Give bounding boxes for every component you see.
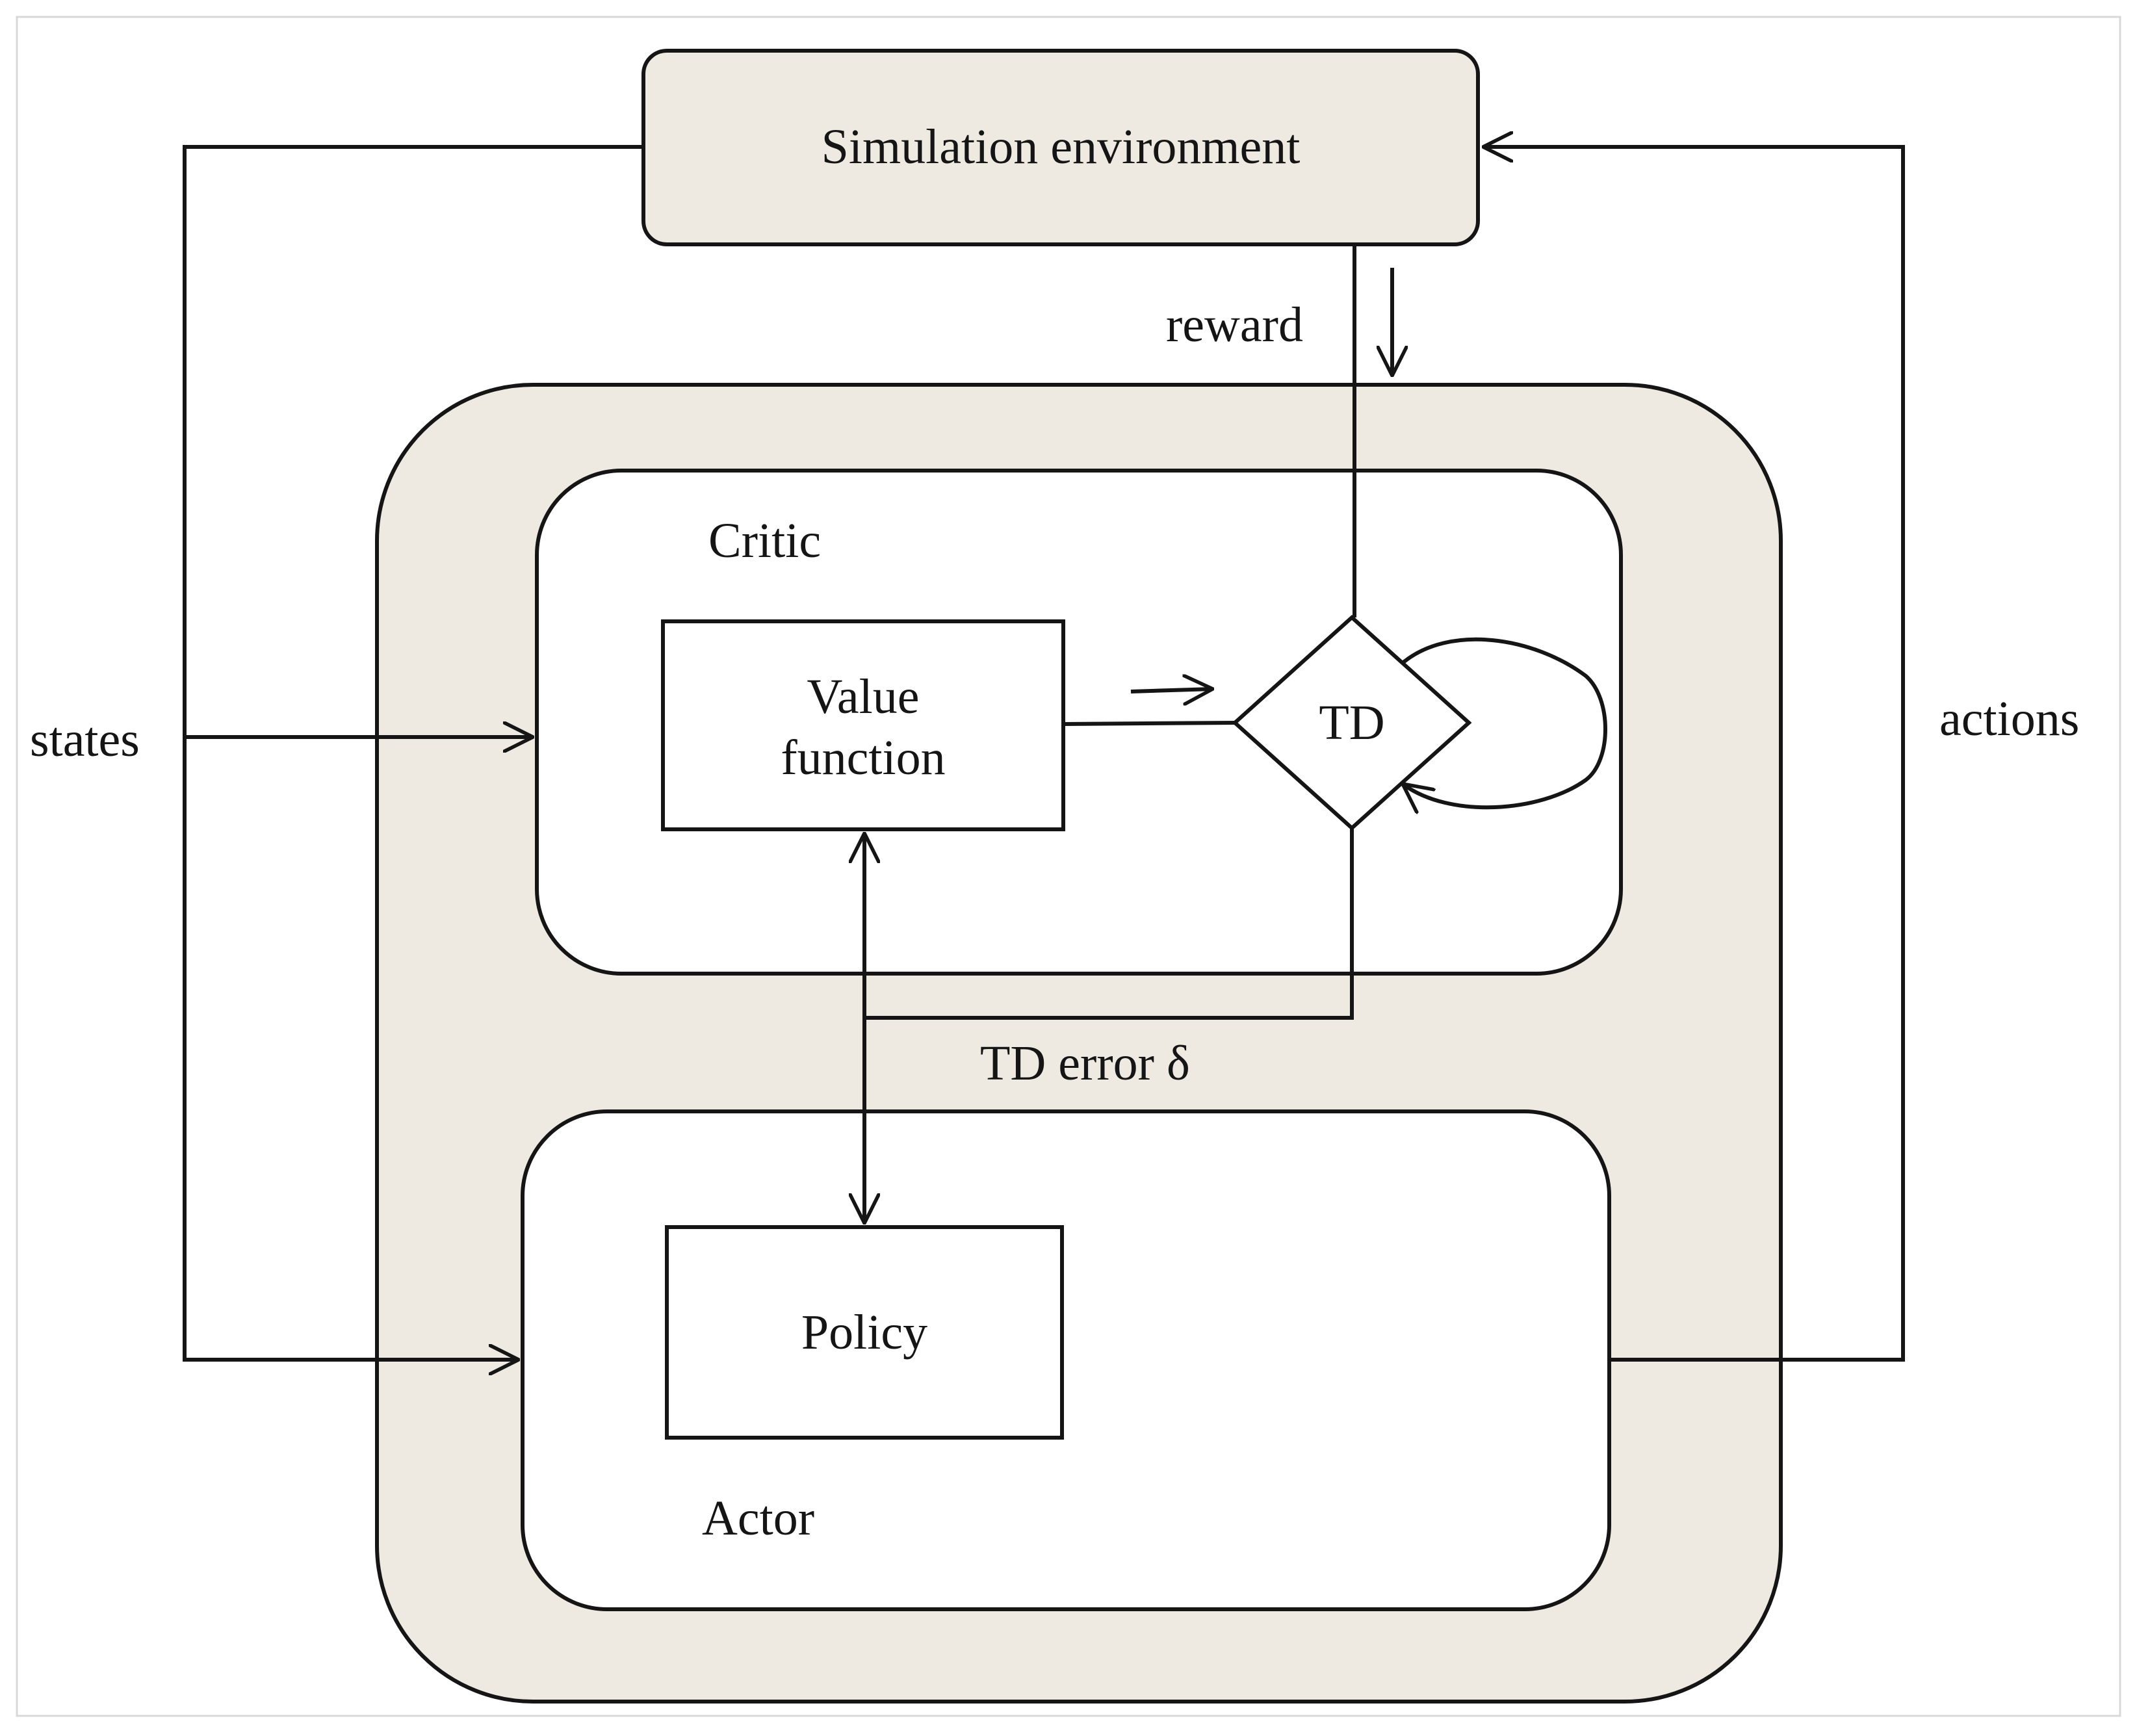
states-to-actor-arrow <box>183 145 643 1360</box>
td-error-label: TD error δ <box>980 1036 1190 1091</box>
td-error-line <box>864 828 1354 1020</box>
reward-label: reward <box>1166 298 1303 352</box>
td-node-label: TD <box>1319 695 1385 750</box>
states-label: states <box>30 712 140 767</box>
outer-frame <box>16 16 2121 1717</box>
policy-box <box>665 1225 1064 1440</box>
td-self-loop <box>1403 637 1607 807</box>
actions-label: actions <box>1939 692 2080 746</box>
value-function-box <box>661 619 1065 831</box>
value-to-td-line <box>1063 721 1236 726</box>
critic-label: Critic <box>708 513 822 568</box>
value-function-label-line2: function <box>781 731 946 785</box>
environment-label: Simulation environment <box>821 120 1301 174</box>
value-to-td-direction-arrow <box>1130 689 1213 692</box>
value-function-label-line1: Value <box>807 669 920 724</box>
actions-arrow <box>1483 147 1905 1362</box>
policy-label: Policy <box>801 1305 928 1360</box>
actor-label: Actor <box>702 1491 815 1546</box>
